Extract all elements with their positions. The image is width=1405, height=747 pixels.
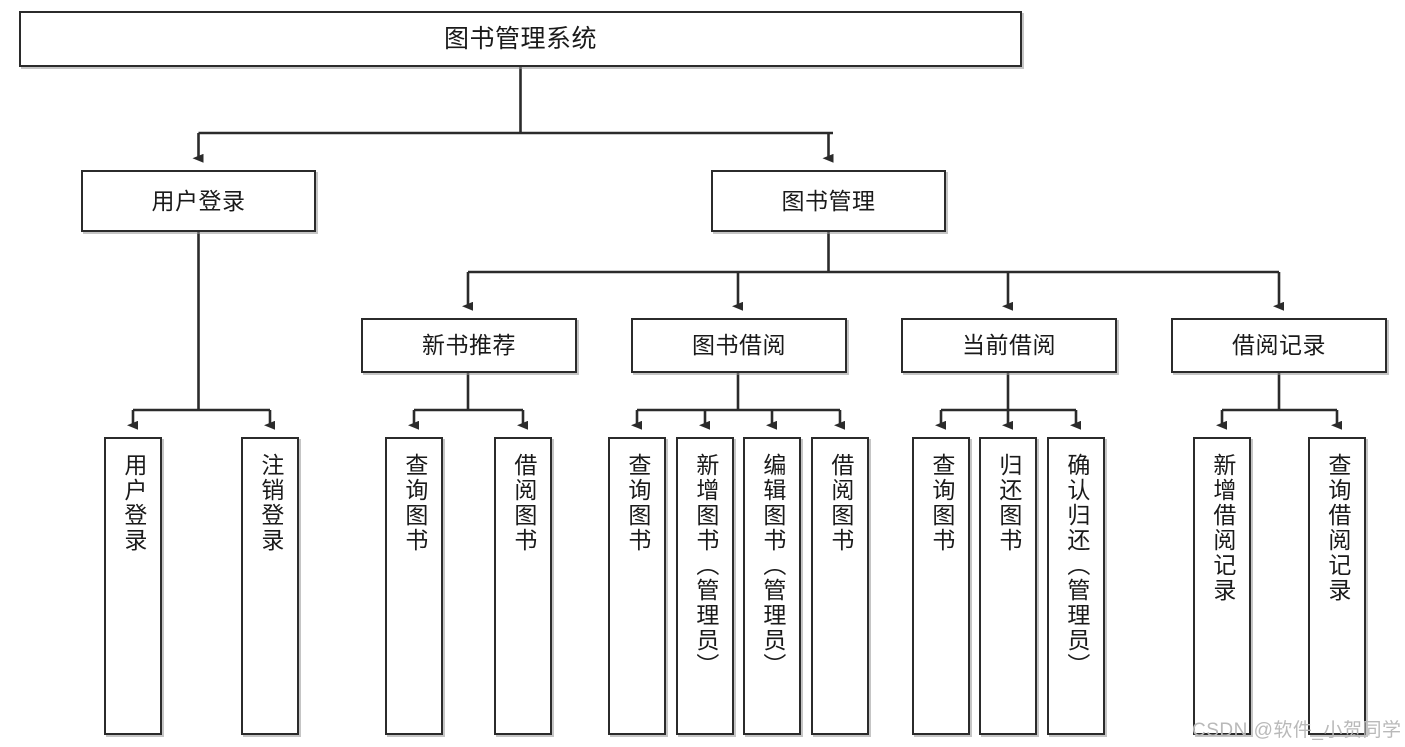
node-label: 查询借阅记录 [1324,453,1351,603]
node-label: 查询图书 [401,453,428,553]
node-label: 用户登录 [151,187,246,214]
node-label: 借阅图书 [827,453,854,553]
leaf-book-borrow-edit-book[interactable]: 编辑图书（管理员） [743,437,801,735]
node-label: 查询图书 [624,453,651,553]
node-new-book-recommend[interactable]: 新书推荐 [361,318,577,373]
node-label: 图书管理 [781,187,876,214]
leaf-book-borrow-query-book[interactable]: 查询图书 [608,437,666,735]
node-label: 新增图书（管理员） [692,453,719,678]
node-book-management[interactable]: 图书管理 [711,170,946,232]
node-label: 注销登录 [257,453,284,553]
leaf-new-book-borrow-book[interactable]: 借阅图书 [494,437,552,735]
node-root-book-management-system[interactable]: 图书管理系统 [19,11,1022,67]
node-label: 用户登录 [120,453,147,553]
node-label: 图书借阅 [692,332,786,359]
leaf-borrow-record-query-record[interactable]: 查询借阅记录 [1308,437,1366,735]
leaf-user-login-login[interactable]: 用户登录 [104,437,162,735]
node-label: 查询图书 [928,453,955,553]
node-current-borrow[interactable]: 当前借阅 [901,318,1117,373]
leaf-user-login-logout[interactable]: 注销登录 [241,437,299,735]
node-borrow-record[interactable]: 借阅记录 [1171,318,1387,373]
node-label: 新书推荐 [422,332,516,359]
leaf-book-borrow-borrow-book[interactable]: 借阅图书 [811,437,869,735]
leaf-new-book-query-book[interactable]: 查询图书 [385,437,443,735]
node-label: 当前借阅 [962,332,1056,359]
leaf-current-borrow-return-book[interactable]: 归还图书 [979,437,1037,735]
node-label: 确认归还（管理员） [1063,453,1090,678]
node-label: 图书管理系统 [443,24,597,53]
node-label: 归还图书 [995,453,1022,553]
node-label: 借阅图书 [510,453,537,553]
node-label: 新增借阅记录 [1209,453,1236,603]
node-user-login[interactable]: 用户登录 [81,170,316,232]
node-label: 借阅记录 [1232,332,1326,359]
leaf-book-borrow-add-book[interactable]: 新增图书（管理员） [676,437,734,735]
node-label: 编辑图书（管理员） [759,453,786,678]
csdn-watermark: CSDN @软件_小贺同学 [1192,720,1402,741]
leaf-current-borrow-query-book[interactable]: 查询图书 [912,437,970,735]
node-book-borrow[interactable]: 图书借阅 [631,318,847,373]
leaf-current-borrow-confirm-return[interactable]: 确认归还（管理员） [1047,437,1105,735]
leaf-borrow-record-add-record[interactable]: 新增借阅记录 [1193,437,1251,735]
